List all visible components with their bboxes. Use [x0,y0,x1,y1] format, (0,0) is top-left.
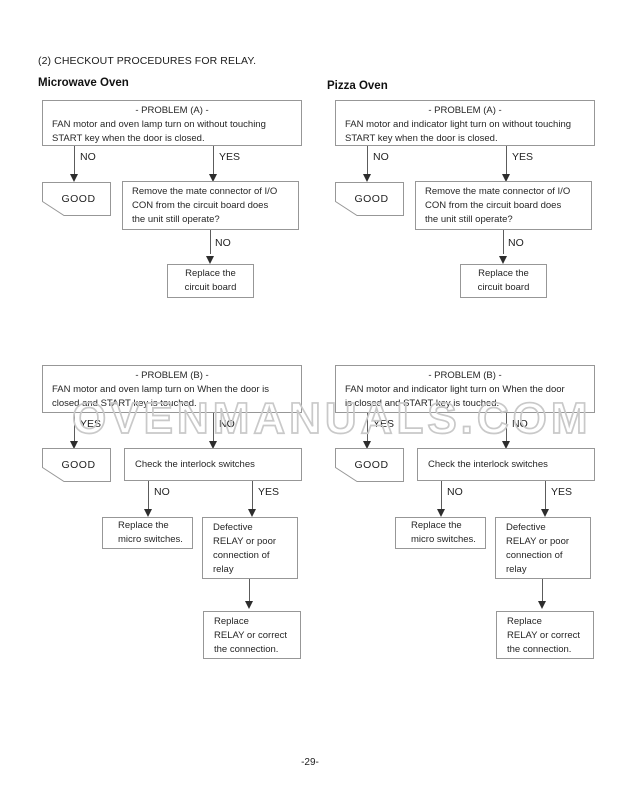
flow-line [213,413,214,441]
good-shape-icon [335,182,404,216]
problem-a-title: - PROBLEM (A) - [428,105,502,116]
arrow-down-icon [206,256,214,264]
problem-a-box: - PROBLEM (A) - FAN motor and oven lamp … [42,100,302,146]
page-number: -29- [301,757,319,768]
flow-line [367,413,368,441]
check-box: Check the interlock switches [417,448,595,481]
problem-a-title: - PROBLEM (A) - [135,105,209,116]
arrow-down-icon [209,441,217,449]
arrow-down-icon [499,256,507,264]
branch-label-yes: YES [80,418,102,430]
branch-label-no: NO [215,237,231,249]
flow-line [74,146,75,174]
flow-line [441,481,442,509]
decision-box: Remove the mate connector of I/O CON fro… [122,181,299,230]
flow-line [503,230,504,254]
check-box: Check the interlock switches [124,448,302,481]
branch-label-no: NO [373,151,389,163]
branch-label-yes: YES [551,486,573,498]
arrow-down-icon [502,174,510,182]
branch-label-no: NO [154,486,170,498]
problem-b-body: FAN motor and indicator light turn on Wh… [345,384,565,409]
page-title: (2) CHECKOUT PROCEDURES FOR RELAY. [38,55,257,67]
column-microwave-oven: Microwave Oven - PROBLEM (A) - FAN motor… [38,0,302,720]
column-heading: Microwave Oven [38,77,129,89]
arrow-down-icon [245,601,253,609]
action-box: Replace the circuit board [167,264,254,298]
branch-label-yes: YES [219,151,241,163]
problem-b-title: - PROBLEM (B) - [135,370,209,381]
flow-line [506,146,507,174]
action-box: Replace the micro switches. [102,517,193,549]
arrow-down-icon [437,509,445,517]
flow-line [213,146,214,174]
flow-line [506,413,507,441]
action-box: Replace RELAY or correct the connection. [203,611,301,659]
flow-line [148,481,149,509]
arrow-down-icon [363,174,371,182]
arrow-down-icon [209,174,217,182]
problem-a-body: FAN motor and oven lamp turn on without … [52,119,266,144]
good-shape-icon [42,448,111,482]
branch-label-no: NO [512,418,528,430]
good-terminator: GOOD [335,448,404,482]
good-shape-icon [335,448,404,482]
flow-line [252,481,253,509]
flow-line [74,413,75,441]
column-heading: Pizza Oven [327,80,388,92]
branch-label-no: NO [80,151,96,163]
flow-line [367,146,368,174]
problem-b-box: - PROBLEM (B) - FAN motor and indicator … [335,365,595,413]
problem-b-body: FAN motor and oven lamp turn on When the… [52,384,270,409]
arrow-down-icon [70,174,78,182]
problem-b-title: - PROBLEM (B) - [428,370,502,381]
action-box: Defective RELAY or poor connection of re… [202,517,298,579]
good-label: GOOD [354,459,389,471]
arrow-down-icon [538,601,546,609]
decision-box: Remove the mate connector of I/O CON fro… [415,181,592,230]
good-label: GOOD [61,193,96,205]
action-box: Defective RELAY or poor connection of re… [495,517,591,579]
good-terminator: GOOD [335,182,404,216]
good-label: GOOD [61,459,96,471]
arrow-down-icon [70,441,78,449]
action-box: Replace RELAY or correct the connection. [496,611,594,659]
arrow-down-icon [502,441,510,449]
branch-label-no: NO [447,486,463,498]
branch-label-no: NO [508,237,524,249]
branch-label-yes: YES [373,418,395,430]
good-label: GOOD [354,193,389,205]
problem-a-body: FAN motor and indicator light turn on wi… [345,119,572,144]
arrow-down-icon [363,441,371,449]
problem-a-box: - PROBLEM (A) - FAN motor and indicator … [335,100,595,146]
branch-label-no: NO [219,418,235,430]
flow-line [545,481,546,509]
arrow-down-icon [144,509,152,517]
branch-label-yes: YES [258,486,280,498]
branch-label-yes: YES [512,151,534,163]
action-box: Replace the micro switches. [395,517,486,549]
flow-line [542,579,543,601]
good-shape-icon [42,182,111,216]
good-terminator: GOOD [42,182,111,216]
flow-line [210,230,211,254]
flow-line [249,579,250,601]
arrow-down-icon [541,509,549,517]
problem-b-box: - PROBLEM (B) - FAN motor and oven lamp … [42,365,302,413]
column-pizza-oven: Pizza Oven - PROBLEM (A) - FAN motor and… [327,0,595,720]
arrow-down-icon [248,509,256,517]
action-box: Replace the circuit board [460,264,547,298]
good-terminator: GOOD [42,448,111,482]
